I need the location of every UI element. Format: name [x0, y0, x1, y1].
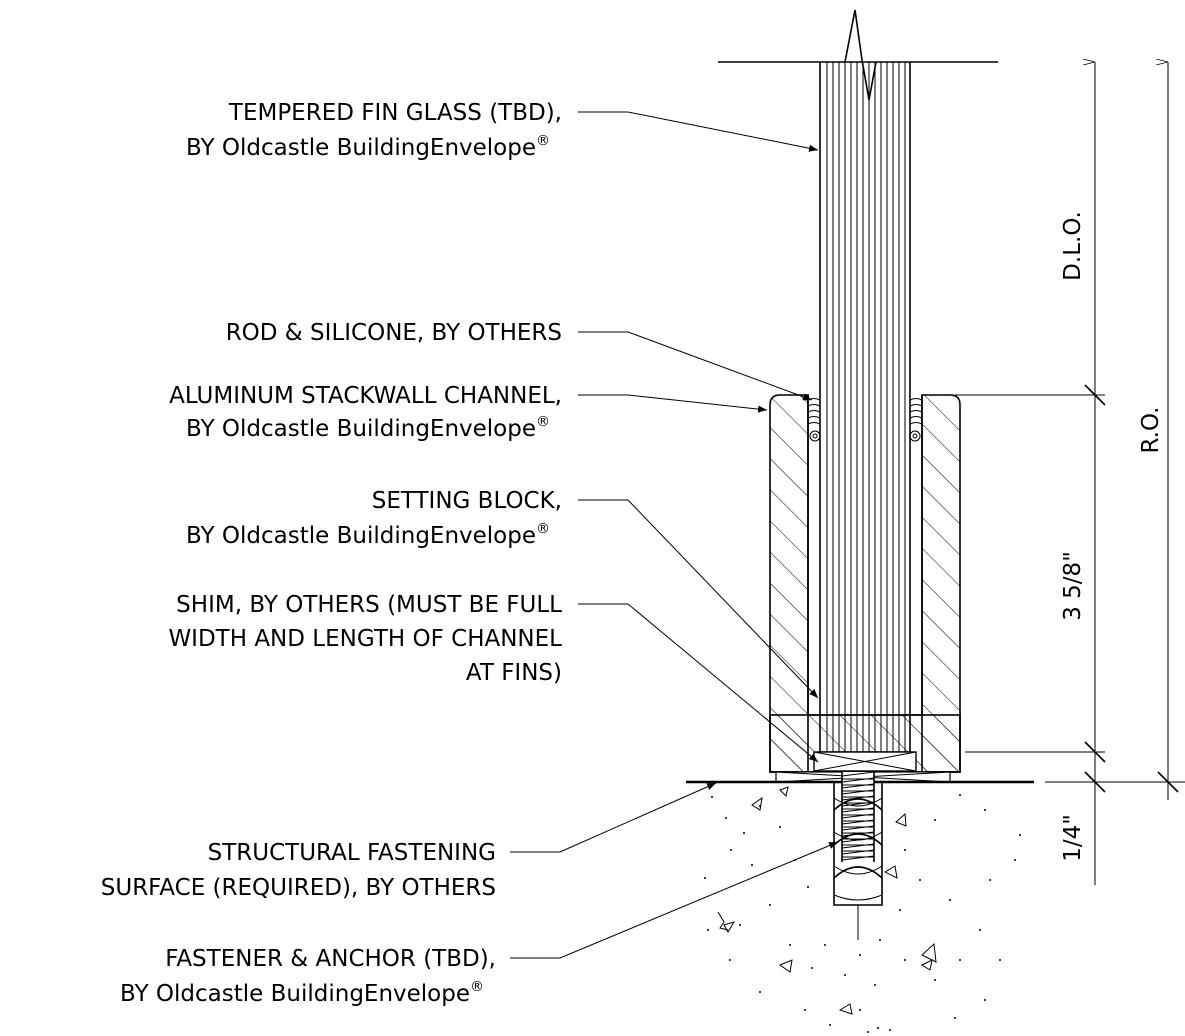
fastener-and-anchor: [833, 771, 883, 940]
stackwall-channel-line2: BY Oldcastle BuildingEnvelope®: [186, 414, 550, 442]
channel-height-label: 3 5/8": [1060, 551, 1086, 621]
stackwall-channel: [769, 394, 961, 773]
setting-block: [813, 751, 917, 772]
leader-lines: [510, 111, 839, 959]
setting-block-line1: SETTING BLOCK,: [372, 488, 562, 514]
fin-glass-line2: BY Oldcastle BuildingEnvelope®: [186, 133, 550, 161]
fastener-anchor-line2: BY Oldcastle BuildingEnvelope®: [120, 979, 484, 1007]
callout-rod-silicone: ROD & SILICONE, BY OTHERS: [226, 320, 562, 346]
dimension-text-dlo: D.L.O.: [1060, 211, 1086, 281]
setting-block-line2: BY Oldcastle BuildingEnvelope®: [186, 521, 550, 549]
callout-shim: SHIM, BY OTHERS (MUST BE FULL WIDTH AND …: [168, 592, 562, 686]
dimension-text-shim-height: 1/4": [1060, 814, 1086, 862]
fastener-anchor-line1: FASTENER & ANCHOR (TBD),: [165, 946, 496, 972]
rod-and-silicone: [807, 398, 923, 442]
callout-fin-glass: TEMPERED FIN GLASS (TBD), BY Oldcastle B…: [186, 100, 562, 161]
callout-stackwall-channel: ALUMINUM STACKWALL CHANNEL, BY Oldcastle…: [169, 383, 562, 442]
dimension-text-ro: R.O.: [1138, 407, 1164, 454]
fastening-surface-line1: STRUCTURAL FASTENING: [208, 840, 496, 866]
callout-fastening-surface: STRUCTURAL FASTENING SURFACE (REQUIRED),…: [101, 840, 496, 901]
shim-line3: AT FINS): [466, 660, 562, 686]
fin-glass-line1: TEMPERED FIN GLASS (TBD),: [228, 100, 562, 126]
dlo-label: D.L.O.: [1060, 211, 1086, 281]
ro-label: R.O.: [1138, 407, 1164, 454]
fastening-surface-line2: SURFACE (REQUIRED), BY OTHERS: [101, 875, 496, 901]
callout-fastener-anchor: FASTENER & ANCHOR (TBD), BY Oldcastle Bu…: [120, 946, 496, 1007]
shim-line1: SHIM, BY OTHERS (MUST BE FULL: [176, 592, 562, 618]
callout-setting-block: SETTING BLOCK, BY Oldcastle BuildingEnve…: [186, 488, 562, 549]
fin-glass: [718, 9, 998, 753]
stackwall-channel-line1: ALUMINUM STACKWALL CHANNEL,: [169, 383, 562, 409]
rod-silicone-line1: ROD & SILICONE, BY OTHERS: [226, 320, 562, 346]
shim-line2: WIDTH AND LENGTH OF CHANNEL: [168, 626, 562, 652]
dimension-text-channel-height: 3 5/8": [1060, 551, 1086, 621]
dimension-lines: [955, 62, 1185, 885]
shim-height-label: 1/4": [1060, 814, 1086, 862]
